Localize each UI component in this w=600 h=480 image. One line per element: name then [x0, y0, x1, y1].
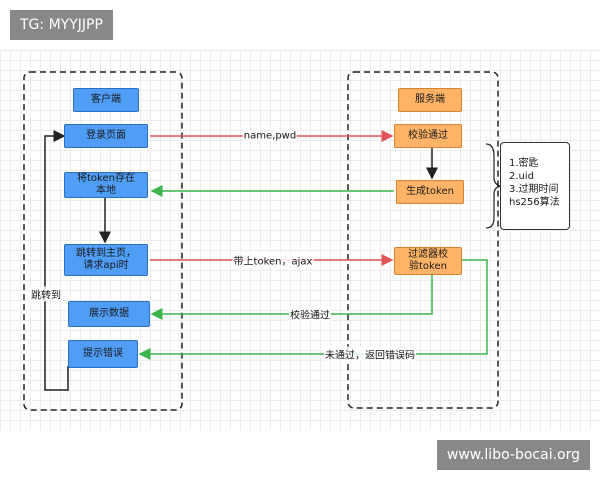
- show-error-text: 提示错误: [83, 348, 123, 359]
- edge-label-name-pwd: name,pwd: [242, 130, 298, 142]
- note-line-1: 1.密匙: [509, 158, 539, 169]
- client-lane: [23, 71, 183, 411]
- arrow-verify-ok: [150, 273, 433, 320]
- store-token-node[interactable]: 将token存在 本地: [64, 172, 148, 198]
- arrow-not-passed: [138, 259, 488, 360]
- edge-label-with-token: 带上token，ajax: [232, 252, 314, 268]
- edge-label-not-passed: 未通过，返回错误码: [324, 346, 416, 362]
- show-error-node[interactable]: 提示错误: [68, 340, 138, 368]
- edge-label-verify-ok: 校验通过: [289, 306, 331, 322]
- note-line-3: 3.过期时间: [509, 184, 559, 195]
- redirect-node[interactable]: 跳转到主页， 请求api时: [64, 244, 148, 276]
- show-data-node[interactable]: 展示数据: [68, 301, 150, 327]
- loop-label: 跳转到: [30, 286, 62, 302]
- watermark-top-left: TG: MYYJJPP: [10, 10, 113, 40]
- login-page-node[interactable]: 登录页面: [64, 124, 148, 148]
- watermark-bottom-right: www.libo-bocai.org: [436, 440, 590, 470]
- client-title: 客户端: [73, 88, 139, 112]
- generate-token-node[interactable]: 生成token: [396, 180, 464, 204]
- note-line-2: 2.uid: [509, 171, 535, 182]
- store-token-line2: 本地: [96, 185, 116, 196]
- filter-line1: 过滤器校: [408, 249, 448, 260]
- verify-pass-text: 校验通过: [408, 130, 448, 141]
- store-token-line1: 将token存在: [77, 173, 135, 184]
- redirect-line2: 请求api时: [83, 260, 129, 271]
- note-line-4: hs256算法: [509, 197, 560, 208]
- login-page-text: 登录页面: [86, 130, 126, 141]
- show-data-text: 展示数据: [89, 308, 129, 319]
- token-note: 1.密匙 2.uid 3.过期时间 hs256算法: [500, 142, 570, 230]
- server-title: 服务端: [398, 88, 462, 112]
- arrow-loop-back: [44, 130, 69, 391]
- filter-node[interactable]: 过滤器校 验token: [394, 247, 462, 275]
- filter-line2: 验token: [409, 261, 447, 272]
- verify-pass-node[interactable]: 校验通过: [394, 124, 462, 148]
- client-title-text: 客户端: [91, 94, 121, 105]
- redirect-line1: 跳转到主页，: [76, 248, 136, 259]
- server-title-text: 服务端: [415, 94, 445, 105]
- generate-token-text: 生成token: [406, 186, 454, 197]
